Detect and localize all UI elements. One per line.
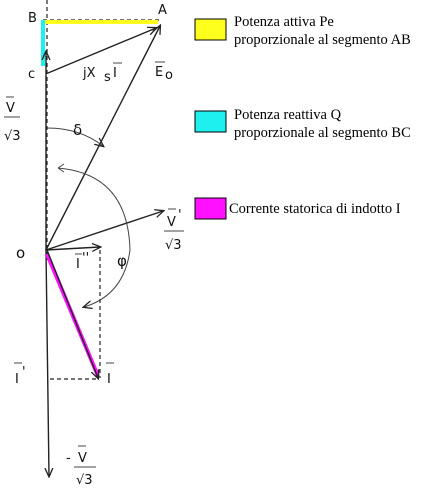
svg-text:I: I — [113, 66, 117, 81]
svg-text:s: s — [104, 70, 111, 85]
svg-text:√3: √3 — [76, 473, 93, 488]
label-v-down: - V √3 — [66, 445, 96, 488]
svg-text:o: o — [165, 68, 173, 83]
legend-line1: Potenza reattiva Q — [234, 107, 342, 123]
legend-swatch-yellow — [194, 18, 227, 41]
svg-text:'': '' — [82, 251, 89, 266]
phi-angle-arc — [57, 167, 131, 307]
svg-text:I: I — [107, 372, 111, 387]
legend-line1: Corrente statorica di indotto I — [229, 201, 401, 217]
vector-v-down — [46, 249, 49, 476]
legend-line1: Potenza attiva Pe — [234, 14, 334, 30]
legend-swatch-cyan — [194, 110, 227, 133]
vector-v-right — [45, 211, 163, 251]
vector-e0 — [45, 26, 160, 251]
label-jxsi: jX s I — [82, 62, 122, 85]
svg-text:jX: jX — [82, 66, 96, 81]
label-point-c: c — [28, 67, 35, 82]
svg-text:V: V — [6, 101, 15, 116]
vector-jxsi — [47, 28, 156, 74]
label-i: I — [106, 362, 114, 387]
label-delta: δ — [73, 121, 82, 139]
svg-text:I: I — [15, 372, 19, 387]
svg-text:': ' — [178, 208, 182, 223]
label-v-up: V √3 — [4, 96, 21, 144]
label-point-a: A — [158, 3, 167, 18]
label-v-right: V ' √3 — [164, 208, 184, 253]
svg-text:': ' — [22, 365, 26, 380]
label-e0: E o — [155, 61, 173, 83]
label-point-b: B — [28, 11, 37, 26]
delta-angle-arc — [46, 127, 103, 146]
svg-text:√3: √3 — [165, 238, 182, 253]
svg-text:√3: √3 — [4, 129, 21, 144]
legend: Potenza attiva Pe proporzionale al segme… — [194, 14, 411, 220]
svg-text:-: - — [66, 451, 71, 466]
label-point-o: o — [16, 244, 25, 262]
legend-item-reactive-power: Potenza reattiva Q proporzionale al segm… — [194, 107, 411, 141]
svg-text:V: V — [167, 215, 176, 230]
vector-i-outline — [46, 249, 98, 378]
legend-line2: proporzionale al segmento AB — [234, 32, 411, 48]
legend-item-active-power: Potenza attiva Pe proporzionale al segme… — [194, 14, 411, 48]
label-phi: φ — [117, 252, 127, 270]
svg-text:E: E — [155, 65, 163, 80]
phi-angle-arc-start — [57, 163, 65, 173]
legend-item-current: Corrente statorica di indotto I — [194, 197, 401, 220]
svg-text:V: V — [78, 451, 87, 466]
legend-line2: proporzionale al segmento BC — [234, 125, 411, 141]
label-i-second: I '' — [75, 251, 89, 272]
legend-swatch-magenta — [194, 197, 227, 220]
svg-text:I: I — [76, 257, 80, 272]
label-i-prime: I ' — [14, 362, 26, 387]
vector-i-second — [45, 247, 100, 250]
